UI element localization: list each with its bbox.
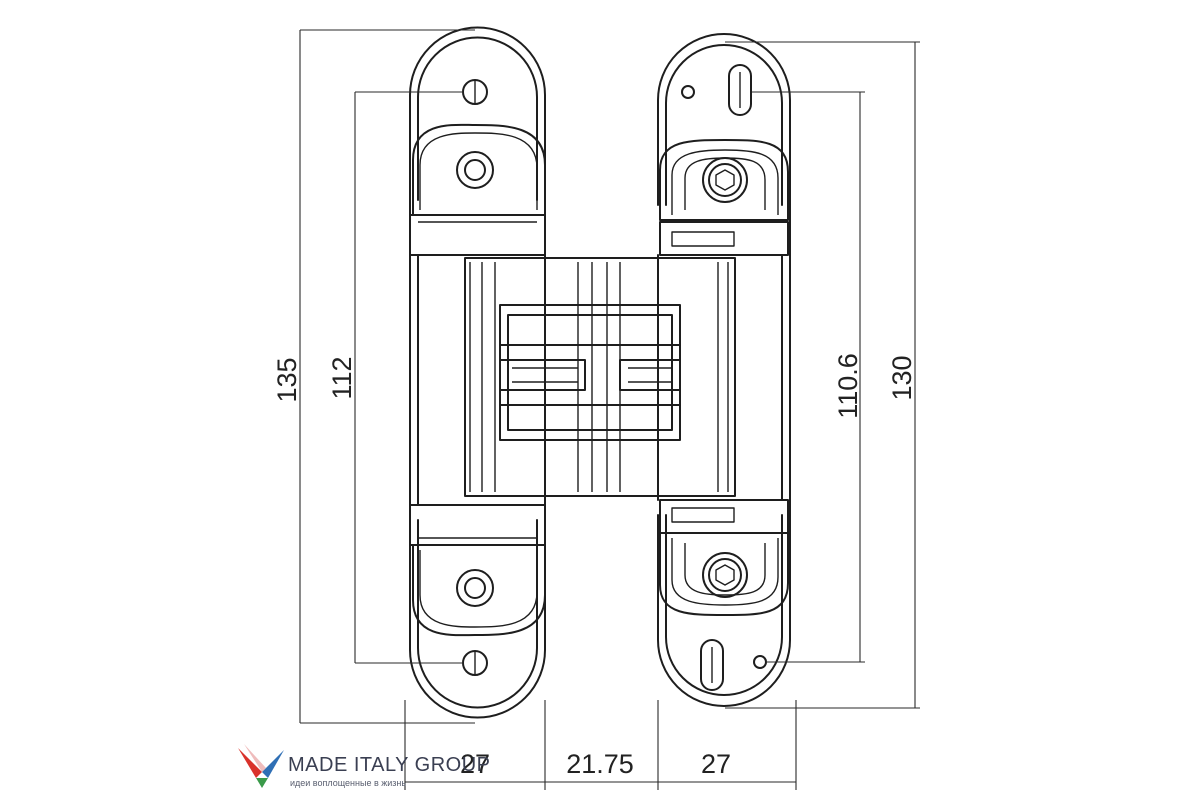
dimension-lines bbox=[299, 29, 920, 790]
logo-name: MADE ITALY GROUP bbox=[288, 754, 491, 776]
dim-112-label: 112 bbox=[327, 356, 357, 399]
dim-middle-width-label: 21.75 bbox=[566, 749, 634, 779]
dim-left-width-label: 27 bbox=[460, 749, 490, 779]
dim-135-label: 135 bbox=[272, 357, 302, 402]
logo-mark-icon bbox=[238, 744, 284, 788]
dim-130-label: 130 bbox=[887, 355, 917, 400]
left-hinge-leaf bbox=[409, 26, 546, 719]
dim-110-6-label: 110.6 bbox=[833, 353, 863, 419]
central-mechanism bbox=[464, 257, 736, 497]
logo-tagline: идеи воплощенные в жизнь bbox=[290, 778, 407, 788]
dim-right-width-label: 27 bbox=[701, 749, 731, 779]
right-hinge-leaf bbox=[657, 33, 791, 707]
